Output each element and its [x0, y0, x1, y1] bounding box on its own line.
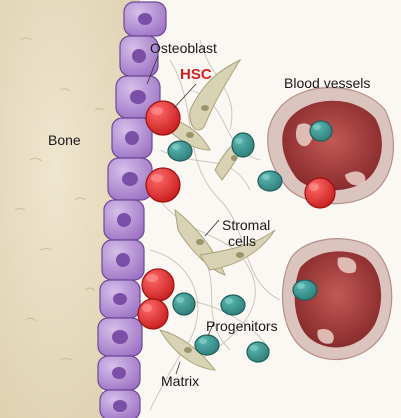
hsc-cell	[305, 178, 335, 208]
osteoblast-nucleus	[113, 293, 127, 305]
bone-label: Bone	[48, 132, 81, 148]
progenitor-cell	[221, 295, 245, 315]
blood-vessels-label: Blood vessels	[284, 75, 370, 91]
progenitor-cell	[195, 335, 219, 355]
stromal-nucleus	[201, 105, 209, 111]
progenitor-cell	[258, 171, 282, 191]
stromal-label-line2: cells	[228, 233, 256, 249]
progenitor-cell	[232, 133, 254, 157]
hsc-cell	[146, 168, 180, 202]
osteoblast-nucleus	[116, 253, 130, 267]
hsc-cell	[146, 101, 180, 135]
stromal-nucleus	[186, 132, 194, 138]
hsc-cell	[142, 269, 174, 301]
osteoblast-nucleus	[122, 172, 138, 186]
osteoblast-nucleus	[138, 13, 152, 25]
stromal-nucleus	[231, 155, 237, 161]
progenitor-cell	[173, 293, 195, 315]
osteoblast-nucleus	[117, 213, 131, 227]
stromal-nucleus	[196, 239, 204, 245]
progenitor-cell	[293, 280, 317, 300]
progenitor-cell	[168, 141, 192, 161]
osteoblast-nucleus	[112, 367, 126, 379]
progenitor-cell	[247, 342, 269, 362]
osteoblast-label: Osteoblast	[150, 40, 217, 56]
hsc-cell	[138, 299, 168, 329]
osteoblast-nucleus	[130, 90, 146, 104]
stromal-nucleus	[236, 252, 244, 258]
osteoblast-nucleus	[113, 400, 127, 412]
osteoblast-nucleus	[132, 49, 146, 63]
osteoblast-nucleus	[112, 330, 128, 344]
matrix-label: Matrix	[161, 373, 199, 389]
stromal-nucleus	[184, 347, 192, 353]
stromal-label-line1: Stromal	[222, 217, 270, 233]
progenitors-label: Progenitors	[206, 318, 278, 334]
hsc-label: HSC	[180, 67, 212, 83]
progenitor-cell	[310, 121, 332, 141]
osteoblast-nucleus	[125, 131, 139, 145]
